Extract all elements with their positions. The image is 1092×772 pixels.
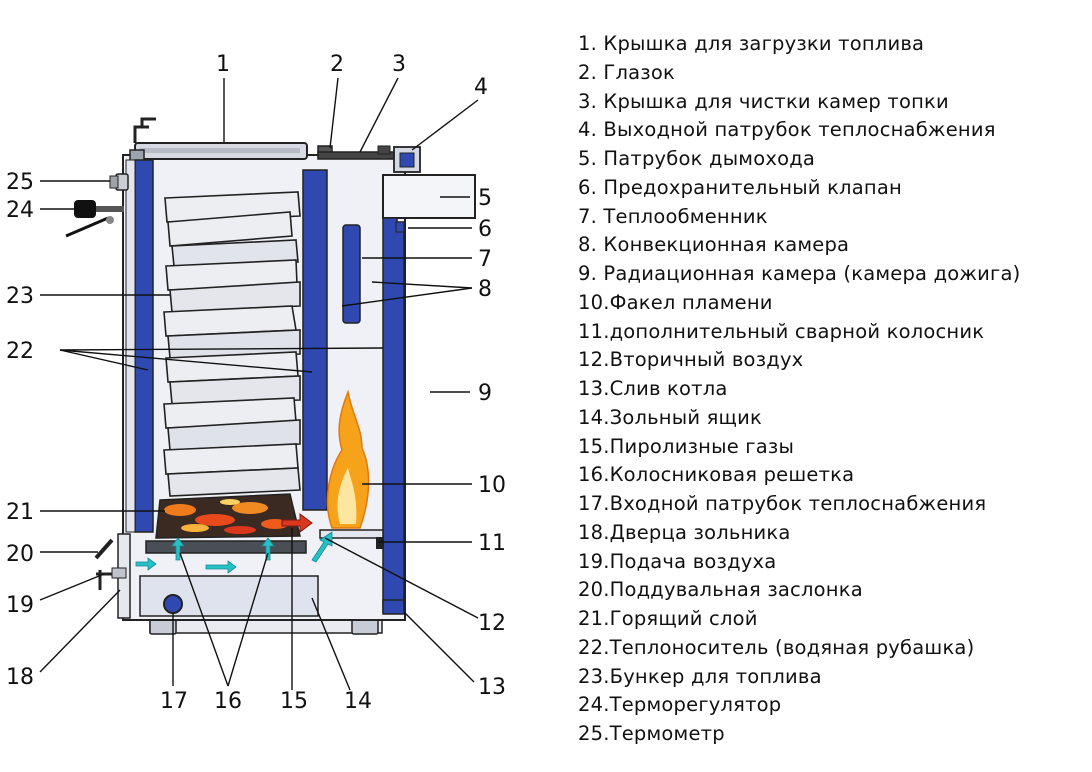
callout-13: 13 bbox=[478, 675, 506, 700]
legend-item-25: 25.Термометр bbox=[578, 722, 725, 745]
callout-11: 11 bbox=[478, 531, 506, 556]
legend-item-21: 21.Горящий слой bbox=[578, 607, 758, 630]
pyrolysis-gas-arrow bbox=[281, 513, 313, 533]
water-jacket-partition bbox=[302, 169, 328, 511]
legend-item-12: 12.Вторичный воздух bbox=[578, 348, 804, 372]
callout-25: 25 bbox=[6, 170, 34, 195]
callout-20: 20 bbox=[6, 542, 34, 567]
water-jacket-left bbox=[134, 159, 154, 533]
callout-8: 8 bbox=[478, 277, 492, 302]
legend-item-4: 4. Выходной патрубок теплоснабжения bbox=[578, 118, 996, 142]
callout-17: 17 bbox=[160, 689, 188, 714]
legend-item-13: 13.Слив котла bbox=[578, 377, 728, 400]
legend-item-19: 19.Подача воздуха bbox=[578, 549, 777, 573]
legend-item-14: 14.Зольный ящик bbox=[578, 405, 762, 429]
legend-item-5: 5. Патрубок дымохода bbox=[578, 147, 816, 170]
callout-12: 12 bbox=[478, 611, 506, 636]
fuel-logs bbox=[163, 191, 301, 497]
legend-item-15: 15.Пиролизные газы bbox=[578, 434, 795, 458]
callout-4: 4 bbox=[474, 75, 488, 100]
legend-item-23: 23.Бункер для топлива bbox=[578, 664, 822, 688]
callout-22: 22 bbox=[6, 339, 34, 364]
callout-6: 6 bbox=[478, 217, 492, 242]
callout-19: 19 bbox=[6, 593, 34, 618]
callout-14: 14 bbox=[344, 689, 372, 714]
callout-9: 9 bbox=[478, 381, 492, 406]
callout-23: 23 bbox=[6, 284, 34, 309]
legend-item-3: 3. Крышка для чистки камер топки bbox=[578, 89, 949, 113]
water-jacket-right bbox=[382, 217, 405, 613]
legend-item-6: 6. Предохранительный клапан bbox=[578, 175, 902, 199]
callout-5: 5 bbox=[478, 186, 492, 211]
grate bbox=[145, 540, 307, 554]
callout-3: 3 bbox=[392, 52, 406, 77]
callout-16: 16 bbox=[214, 689, 242, 714]
callout-21: 21 bbox=[6, 500, 34, 525]
legend-item-16: 16.Колосниковая решетка bbox=[578, 463, 855, 487]
callout-10: 10 bbox=[478, 473, 506, 498]
burning-layer bbox=[155, 493, 301, 539]
blower-damper bbox=[94, 538, 114, 560]
callout-2: 2 bbox=[330, 52, 344, 77]
heat-exchanger bbox=[342, 224, 361, 324]
legend-item-24: 24.Терморегулятор bbox=[578, 693, 782, 717]
legend-item-22: 22.Теплоноситель (водяная рубашка) bbox=[578, 635, 975, 659]
flame-torch bbox=[326, 389, 370, 529]
legend-item-1: 1. Крышка для загрузки топлива bbox=[578, 32, 925, 55]
legend-item-9: 9. Радиационная камера (камера дожига) bbox=[578, 262, 1021, 285]
legend-item-7: 7. Теплообменник bbox=[578, 204, 768, 228]
legend-item-20: 20.Поддувальная заслонка bbox=[578, 578, 863, 602]
return-inlet-pipe bbox=[163, 594, 183, 614]
boiler-drain bbox=[382, 599, 405, 615]
callout-7: 7 bbox=[478, 247, 492, 272]
thermoregulator bbox=[65, 200, 124, 238]
legend-item-11: 11.дополнительный сварной колосник bbox=[578, 319, 985, 343]
boiler-cross-section-diagram: 1 2 3 4 5 6 7 8 9 10 11 12 13 14 15 16 1… bbox=[6, 52, 506, 714]
legend-item-18: 18.Дверца зольника bbox=[578, 520, 791, 544]
parts-legend: 1. Крышка для загрузки топлива 2. Глазок… bbox=[578, 30, 1083, 749]
legend-item-8: 8. Конвекционная камера bbox=[578, 233, 850, 257]
legend-item-17: 17.Входной патрубок теплоснабжения bbox=[578, 492, 987, 515]
legend-item-2: 2. Глазок bbox=[578, 60, 675, 84]
lid-handle bbox=[133, 117, 156, 143]
leader-lines bbox=[39, 77, 479, 691]
legend-item-10: 10.Факел пламени bbox=[578, 290, 773, 314]
callout-24: 24 bbox=[6, 198, 34, 223]
callout-18: 18 bbox=[6, 665, 34, 690]
callout-1: 1 bbox=[216, 52, 230, 77]
callout-15: 15 bbox=[280, 689, 308, 714]
additional-welded-grate bbox=[319, 529, 384, 539]
